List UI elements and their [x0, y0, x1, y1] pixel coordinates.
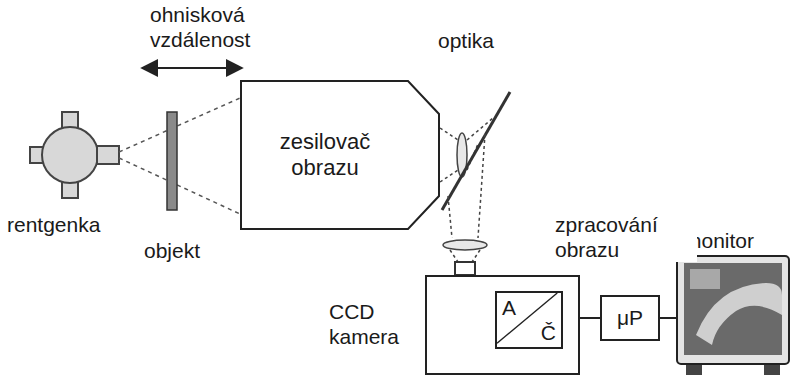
ccd-camera: CCD kameraAČ: [425, 275, 580, 375]
dimension-label: ohnisková vzdálenost: [148, 2, 302, 52]
intensifier-outline: [241, 81, 439, 229]
node-text: zesilovač obrazu: [246, 129, 404, 182]
monitor-foot: [764, 365, 780, 375]
optics: [440, 92, 510, 275]
part-label: rentgenka: [5, 212, 149, 237]
part-label: optika: [436, 28, 530, 53]
microprocessor-box: μP: [600, 295, 660, 341]
monitor-case: [677, 256, 789, 364]
signal-line: [660, 317, 676, 319]
node-text: A: [502, 295, 516, 320]
monitor-screen: [684, 263, 782, 355]
xray-tube: [30, 112, 119, 198]
ad-converter: AČ: [495, 291, 563, 349]
object-plate: [167, 112, 177, 210]
monitor-foot: [686, 365, 702, 375]
monitor: monitor: [676, 255, 790, 377]
part-label: objekt: [142, 238, 236, 263]
signal-line: [580, 317, 600, 319]
xray-beam: [119, 98, 240, 214]
screen-image: [690, 269, 720, 289]
node-text: Č: [541, 320, 556, 345]
part-label: zpracování obrazu: [553, 212, 697, 262]
node-text: CCD kamera: [329, 299, 415, 349]
monitor-outline: [676, 255, 790, 377]
dimension-arrow: [142, 67, 242, 69]
node-text: μP: [608, 305, 652, 330]
image-intensifier: zesilovač obrazu: [240, 80, 440, 230]
screen-image: [696, 283, 782, 345]
